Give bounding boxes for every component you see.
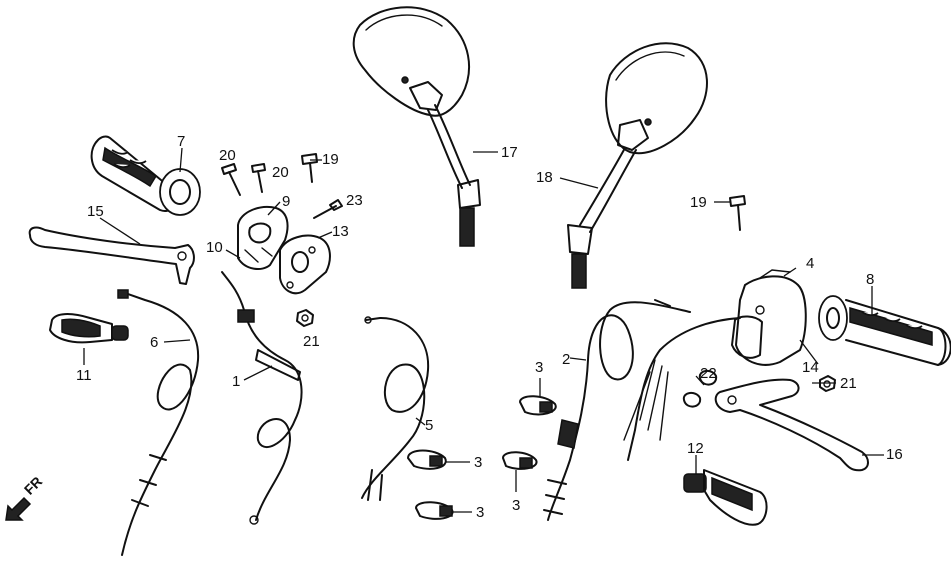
callout-18: 18 <box>536 169 553 186</box>
cable-6 <box>117 289 200 556</box>
cable-ties <box>407 395 557 520</box>
callout-labels: 1 2 3 3 3 3 3 4 5 6 7 8 9 10 11 12 13 14… <box>76 133 903 521</box>
right-switch-wiring <box>623 317 741 461</box>
left-grip <box>90 135 201 216</box>
callout-1: 1 <box>232 373 240 390</box>
callout-3: 3 <box>535 359 543 376</box>
callout-12: 12 <box>687 440 704 457</box>
left-turn-signal <box>49 313 129 344</box>
right-switch-housing <box>731 269 807 366</box>
right-turn-signal <box>683 469 768 526</box>
arrow-down-left-icon <box>5 496 32 521</box>
nuts <box>296 309 836 408</box>
callout-19: 19 <box>690 194 707 211</box>
callout-7: 7 <box>177 133 185 150</box>
callout-10: 10 <box>206 239 223 256</box>
cable-1 <box>221 271 303 525</box>
callout-16: 16 <box>886 446 903 463</box>
callout-20: 20 <box>272 164 289 181</box>
callout-4: 4 <box>806 255 814 272</box>
callout-6: 6 <box>150 334 158 351</box>
callout-9: 9 <box>282 193 290 210</box>
callout-2: 2 <box>562 351 570 368</box>
callout-11: 11 <box>76 367 92 384</box>
callout-5: 5 <box>425 417 433 434</box>
direction-label: FR <box>21 473 46 498</box>
callout-19: 19 <box>322 151 339 168</box>
callout-3: 3 <box>476 504 484 521</box>
callout-23: 23 <box>346 192 363 209</box>
left-lever <box>28 226 195 285</box>
harness-5 <box>361 316 430 501</box>
right-mirror <box>567 42 708 289</box>
callout-17: 17 <box>501 144 518 161</box>
left-clamp <box>279 234 331 295</box>
right-grip <box>818 295 951 366</box>
cable-2 <box>543 299 691 521</box>
callout-15: 15 <box>87 203 104 220</box>
callout-13: 13 <box>332 223 349 240</box>
left-mirror <box>352 6 481 247</box>
left-switch-housing <box>237 206 289 271</box>
right-lever <box>714 378 869 472</box>
screws <box>221 153 746 231</box>
callout-3: 3 <box>512 497 520 514</box>
callout-21: 21 <box>303 333 320 350</box>
front-direction-indicator: FR <box>5 473 46 521</box>
callout-8: 8 <box>866 271 874 288</box>
callout-21: 21 <box>840 375 857 392</box>
leader-lines <box>83 147 884 513</box>
callout-14: 14 <box>802 359 819 376</box>
callout-20: 20 <box>219 147 236 164</box>
callout-22: 22 <box>700 365 717 382</box>
callout-3: 3 <box>474 454 482 471</box>
